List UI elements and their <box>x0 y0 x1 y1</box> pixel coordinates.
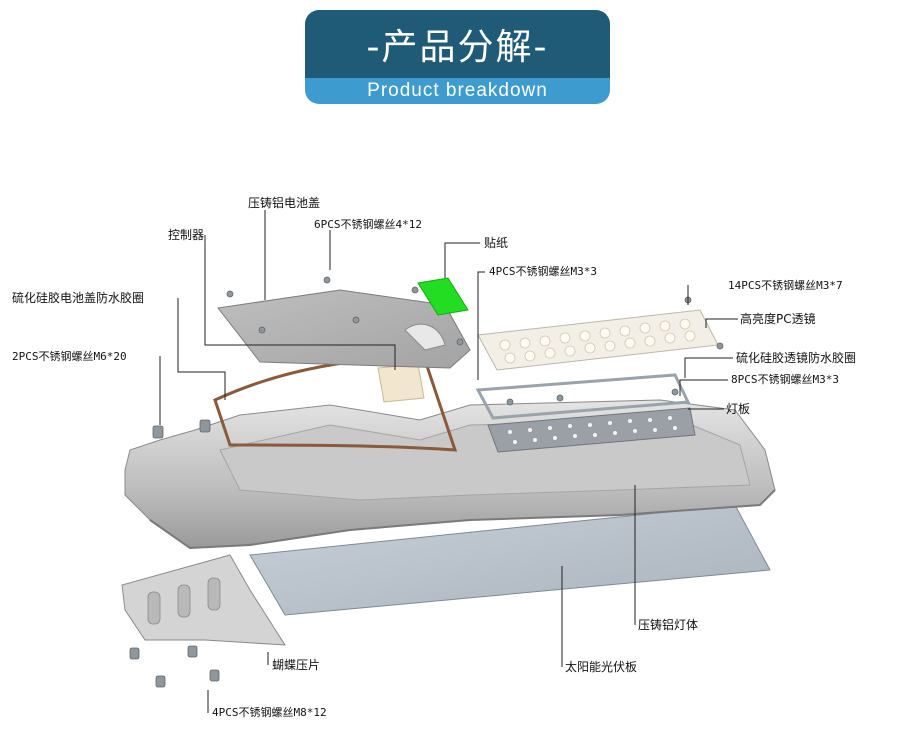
lens-cells <box>499 318 696 364</box>
led-board <box>487 407 696 453</box>
controller <box>377 363 425 403</box>
label-battery-cover: 压铸铝电池盖 <box>248 196 321 210</box>
clamp-ribs <box>147 577 221 625</box>
lens-gasket <box>475 373 691 420</box>
label-controller: 控制器 <box>168 228 205 242</box>
banner-title-cn: -产品分解- <box>305 10 610 78</box>
butterfly-clamp <box>121 554 286 646</box>
label-pc-lens: 高亮度PC透镜 <box>740 312 816 326</box>
battery-cover <box>217 289 471 369</box>
label-solar-panel: 太阳能光伏板 <box>565 660 638 674</box>
led-dots <box>508 416 677 444</box>
label-screws-m3x7: 14PCS不锈钢螺丝M3*7 <box>728 279 843 292</box>
label-sticker: 贴纸 <box>484 236 509 250</box>
label-screws-4x12: 6PCS不锈钢螺丝4*12 <box>314 218 422 231</box>
battery-gasket <box>213 357 458 452</box>
solar-panel <box>249 504 771 616</box>
leader-lines <box>159 210 738 713</box>
label-screws-m3x3-4: 4PCS不锈钢螺丝M3*3 <box>489 265 597 278</box>
label-led-board: 灯板 <box>726 402 751 416</box>
label-butterfly-clamp: 蝴蝶压片 <box>272 658 321 672</box>
banner-title-en: Product breakdown <box>305 78 610 104</box>
battery-cover-notch <box>404 323 446 351</box>
label-lens-gasket: 硫化硅胶透镜防水胶圈 <box>736 351 857 365</box>
label-screws-m6x20: 2PCS不锈钢螺丝M6*20 <box>12 350 127 363</box>
label-battery-gasket: 硫化硅胶电池盖防水胶圈 <box>12 291 145 305</box>
screws <box>129 276 724 688</box>
title-banner: -产品分解- Product breakdown <box>305 10 610 104</box>
sticker <box>417 277 469 316</box>
label-screws-m8x12: 4PCS不锈钢螺丝M8*12 <box>212 706 327 719</box>
label-screws-m3x3-8: 8PCS不锈钢螺丝M3*3 <box>731 373 839 386</box>
lamp-body-edge <box>149 489 776 550</box>
label-lamp-body: 压铸铝灯体 <box>638 618 699 632</box>
